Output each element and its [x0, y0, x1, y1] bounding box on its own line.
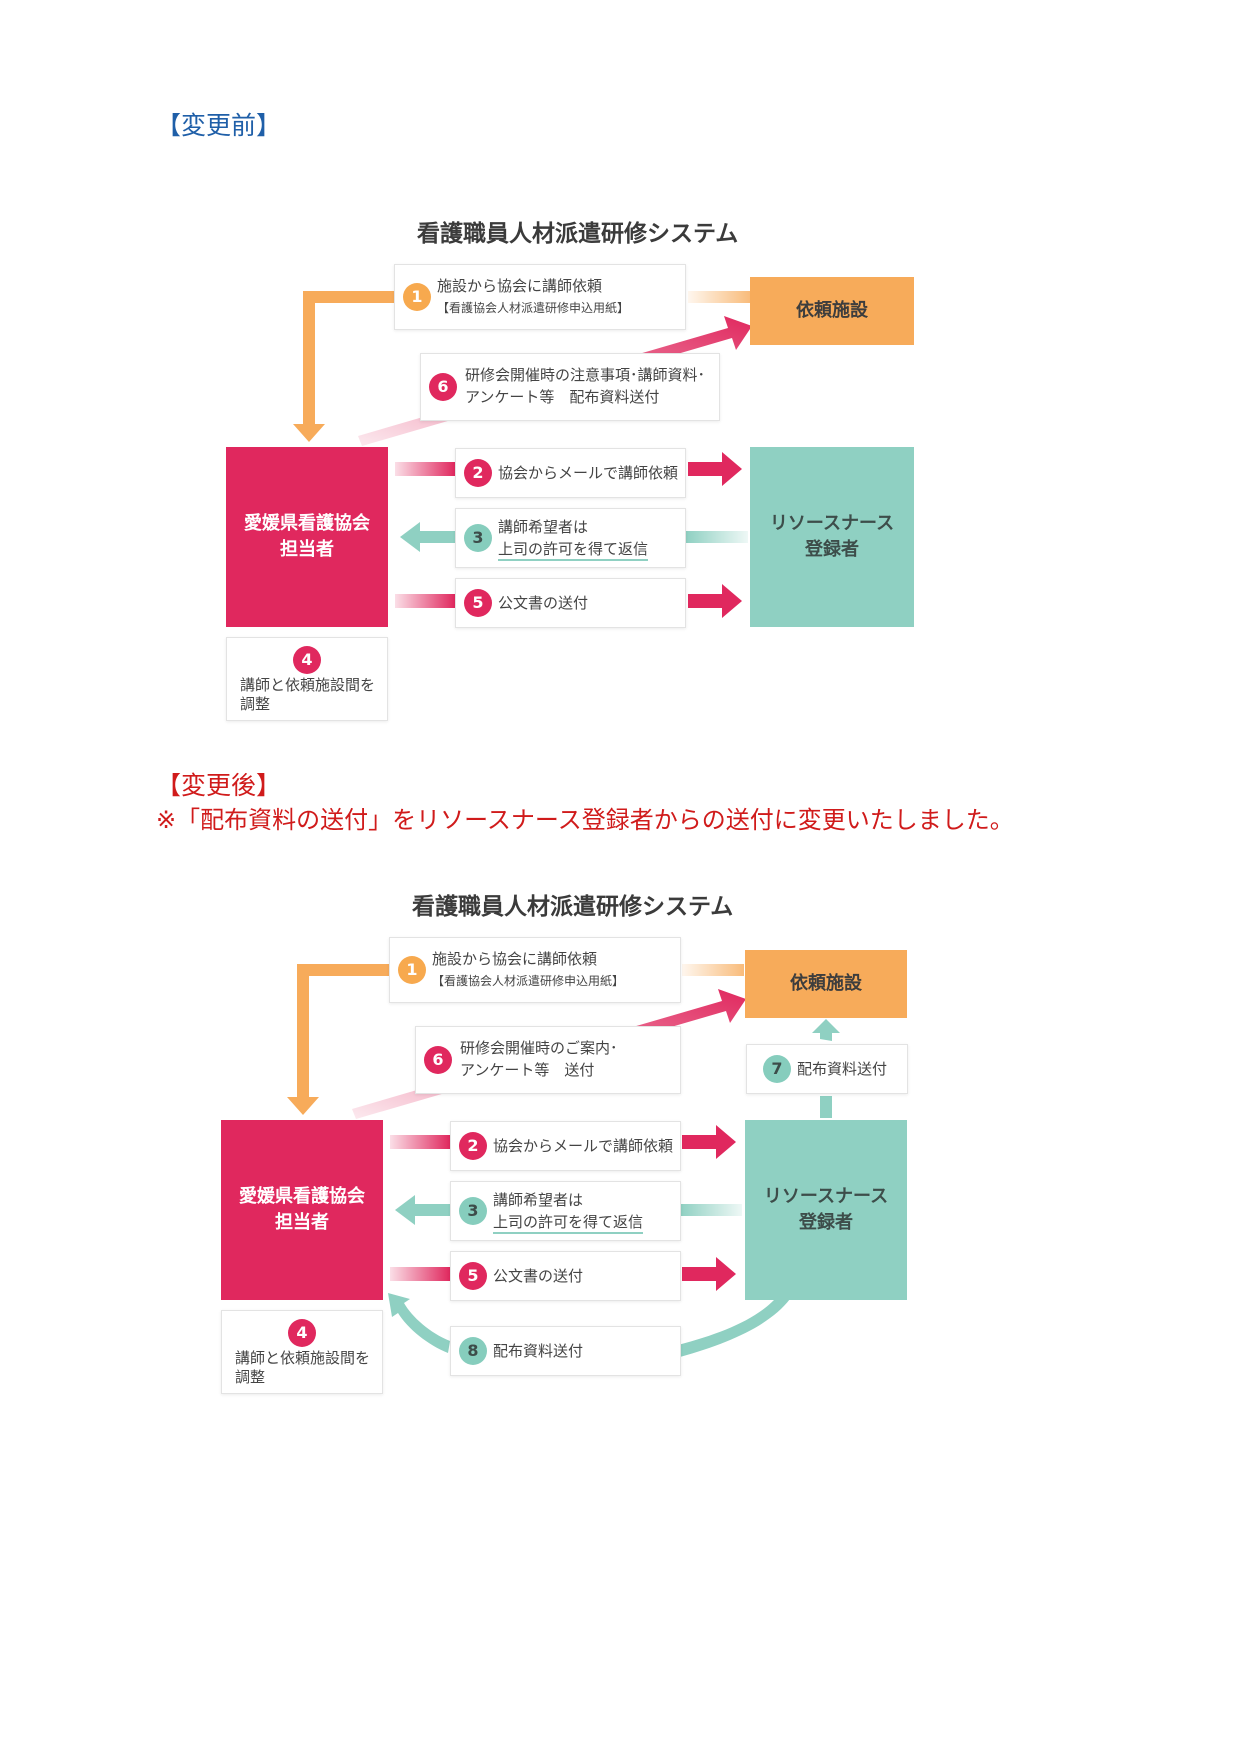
- step-6-number: 6: [429, 373, 457, 401]
- step-7-box: 7 配布資料送付: [746, 1044, 908, 1094]
- step-4-line2: 調整: [235, 1368, 266, 1386]
- association-label-line1: 愛媛県看護協会: [239, 1186, 365, 1207]
- step-5-box: 5 公文書の送付: [455, 578, 686, 628]
- arrow-3: [400, 522, 455, 552]
- step-4-line1: 講師と依頼施設間を: [235, 1349, 371, 1367]
- after-heading: 【変更後】: [156, 771, 282, 800]
- association-label-line1: 愛媛県看護協会: [244, 513, 370, 534]
- step-4-box: 4 講師と依頼施設間を 調整: [221, 1310, 383, 1394]
- step-1-line2: 【看護協会人材派遣研修申込用紙】: [432, 974, 625, 988]
- step-2-box: 2 協会からメールで講師依頼: [450, 1121, 681, 1171]
- arrow-1-tail: [688, 291, 750, 303]
- facility-box: 依頼施設: [750, 277, 914, 345]
- resource-nurse-box: リソースナース 登録者: [750, 447, 914, 627]
- arrow-1: [287, 964, 390, 1115]
- arrow-2-tail: [390, 1135, 450, 1149]
- facility-label: 依頼施設: [790, 973, 862, 994]
- facility-label: 依頼施設: [796, 300, 868, 321]
- step-5-text: 公文書の送付: [493, 1267, 584, 1285]
- resource-label-line2: 登録者: [805, 539, 859, 560]
- step-3-line2: 上司の許可を得て返信: [493, 1213, 644, 1234]
- arrow-5-tail: [390, 1267, 450, 1281]
- before-diagram: 看護職員人材派遣研修システム 依頼施設 愛媛県看護協会 担当者 リソースナース …: [0, 200, 1241, 820]
- step-6-number: 6: [424, 1046, 452, 1074]
- step-3-number: 3: [464, 524, 492, 552]
- facility-box: 依頼施設: [745, 950, 907, 1018]
- step-5-number: 5: [464, 589, 492, 617]
- association-label-line2: 担当者: [280, 539, 334, 560]
- step-4-line2: 調整: [240, 695, 271, 713]
- step-3-box: 3 講師希望者は 上司の許可を得て返信: [455, 508, 686, 568]
- resource-nurse-box: リソースナース 登録者: [745, 1120, 907, 1300]
- step-2-text: 協会からメールで講師依頼: [498, 464, 679, 482]
- step-1-line1: 施設から協会に講師依頼: [437, 277, 603, 295]
- arrow-3-tail: [686, 531, 748, 543]
- arrow-2: [688, 452, 742, 486]
- step-8-text: 配布資料送付: [493, 1342, 584, 1360]
- step-1-box: 1 施設から協会に講師依頼 【看護協会人材派遣研修申込用紙】: [394, 264, 686, 330]
- step-3-number: 3: [459, 1197, 487, 1225]
- resource-label-line2: 登録者: [799, 1212, 853, 1233]
- step-3-box: 3 講師希望者は 上司の許可を得て返信: [450, 1181, 681, 1241]
- step-1-number: 1: [403, 283, 431, 311]
- step-5-number: 5: [459, 1262, 487, 1290]
- step-7-text: 配布資料送付: [797, 1060, 888, 1078]
- arrow-5: [682, 1257, 736, 1291]
- arrow-7-head: [812, 1019, 840, 1041]
- arrow-7-lower: [820, 1096, 832, 1118]
- step-4-line1: 講師と依頼施設間を: [240, 676, 376, 694]
- step-8-box: 8 配布資料送付: [450, 1326, 681, 1376]
- arrow-8-left: [388, 1293, 450, 1353]
- arrow-5: [688, 584, 742, 618]
- step-3-line2: 上司の許可を得て返信: [498, 540, 649, 561]
- step-5-text: 公文書の送付: [498, 594, 589, 612]
- step-2-box: 2 協会からメールで講師依頼: [455, 448, 686, 498]
- association-box: 愛媛県看護協会 担当者: [226, 447, 388, 627]
- step-8-number: 8: [459, 1337, 487, 1365]
- arrow-2-tail: [395, 462, 455, 476]
- arrow-3: [395, 1195, 450, 1225]
- diagram-title: 看護職員人材派遣研修システム: [412, 894, 734, 920]
- arrow-3-tail: [680, 1204, 742, 1216]
- step-6-line1: 研修会開催時のご案内･: [460, 1039, 618, 1057]
- association-label-line2: 担当者: [275, 1212, 329, 1233]
- step-1-number: 1: [398, 956, 426, 984]
- after-note: ※「配布資料の送付」をリソースナース登録者からの送付に変更いたしました。: [156, 806, 1014, 834]
- arrow-8-right: [678, 1293, 790, 1357]
- step-4-number: 4: [288, 1319, 316, 1347]
- step-2-number: 2: [464, 459, 492, 487]
- step-1-box: 1 施設から協会に講師依頼 【看護協会人材派遣研修申込用紙】: [389, 937, 681, 1003]
- step-3-line1: 講師希望者は: [498, 518, 589, 536]
- arrow-1: [293, 291, 396, 442]
- step-6-line2: アンケート等 配布資料送付: [465, 388, 660, 406]
- association-box: 愛媛県看護協会 担当者: [221, 1120, 383, 1300]
- step-3-line1: 講師希望者は: [493, 1191, 584, 1209]
- arrow-5-tail: [395, 594, 455, 608]
- step-5-box: 5 公文書の送付: [450, 1251, 681, 1301]
- step-6-line1: 研修会開催時の注意事項･講師資料･: [465, 366, 706, 384]
- step-2-text: 協会からメールで講師依頼: [493, 1137, 674, 1155]
- step-7-number: 7: [763, 1055, 791, 1083]
- diagram-title: 看護職員人材派遣研修システム: [417, 221, 739, 247]
- step-6-box: 6 研修会開催時の注意事項･講師資料･ アンケート等 配布資料送付: [420, 353, 720, 421]
- before-heading: 【変更前】: [156, 111, 282, 140]
- arrow-2: [682, 1125, 736, 1159]
- arrow-1-tail: [682, 964, 744, 976]
- resource-label-line1: リソースナース: [769, 513, 895, 534]
- step-6-box: 6 研修会開催時のご案内･ アンケート等 送付: [415, 1026, 681, 1094]
- step-6-line2: アンケート等 送付: [460, 1061, 595, 1079]
- after-diagram: 看護職員人材派遣研修システム 依頼施設 愛媛県看護協会 担当者 リソースナース …: [0, 873, 1241, 1493]
- step-1-line1: 施設から協会に講師依頼: [432, 950, 598, 968]
- step-2-number: 2: [459, 1132, 487, 1160]
- step-1-line2: 【看護協会人材派遣研修申込用紙】: [437, 301, 630, 315]
- resource-label-line1: リソースナース: [763, 1186, 889, 1207]
- step-4-number: 4: [293, 646, 321, 674]
- step-4-box: 4 講師と依頼施設間を 調整: [226, 637, 388, 721]
